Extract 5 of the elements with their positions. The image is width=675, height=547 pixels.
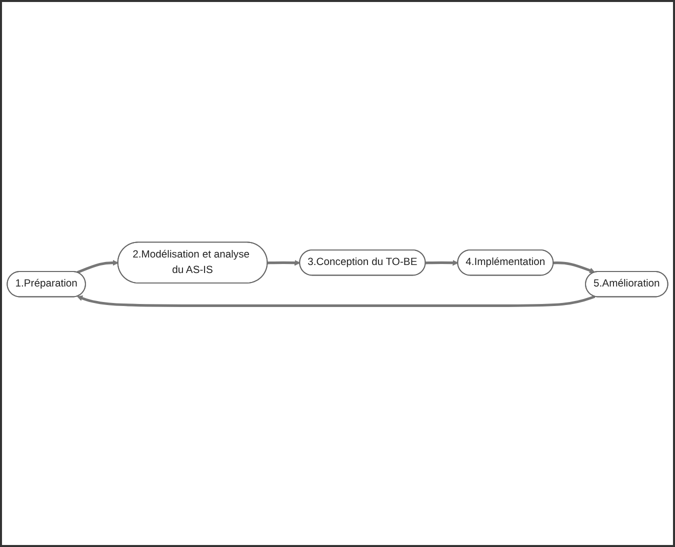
arrow [77,294,596,307]
arrow [426,260,458,266]
arrow [553,261,596,273]
arrow [268,260,300,266]
arrow [76,260,118,274]
